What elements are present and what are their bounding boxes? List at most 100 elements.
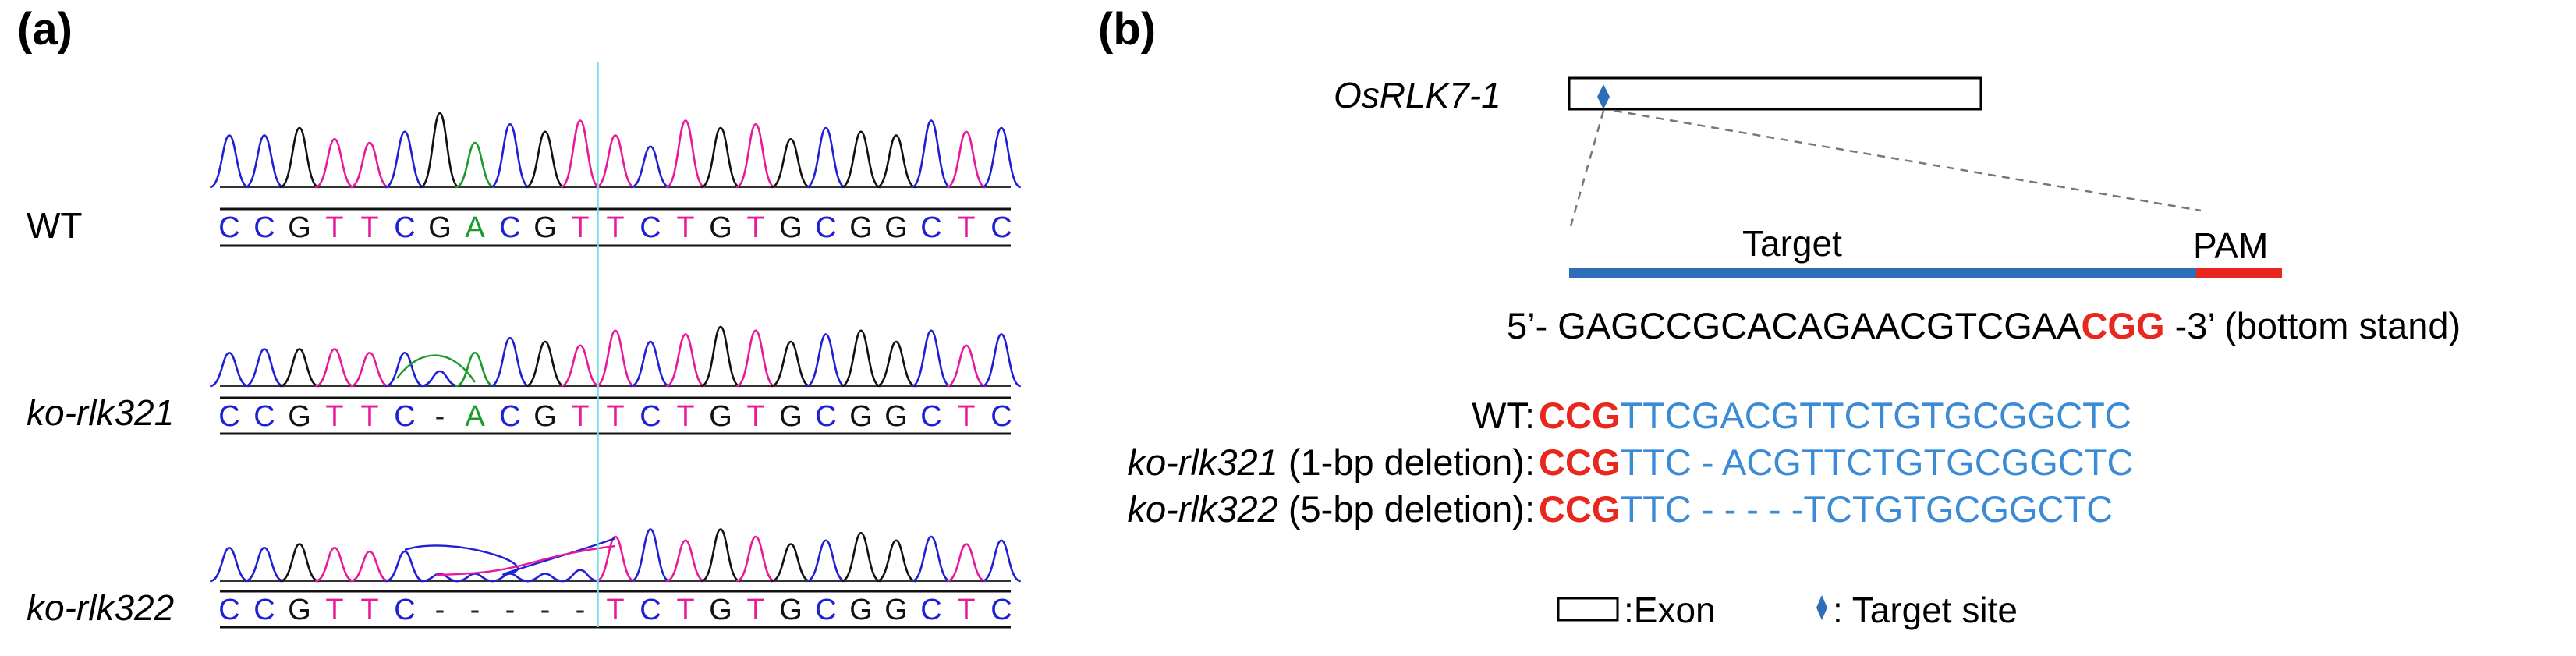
base-call: G [849, 400, 873, 433]
chromatogram-peak [455, 351, 495, 388]
alignment-label-ko-rlk322: ko-rlk322 (5-bp deletion): [1128, 488, 1536, 530]
alignment-label-ko-rlk321: ko-rlk321 (1-bp deletion): [1128, 441, 1536, 484]
chromatogram-peak [841, 130, 881, 189]
chromatogram-peak [525, 340, 565, 388]
chromatogram-peak [735, 122, 776, 189]
base-call: T [325, 400, 343, 433]
base-call: G [709, 211, 732, 244]
base-call: G [709, 594, 732, 626]
base-call: G [533, 211, 557, 244]
chromatogram-peak [209, 351, 250, 388]
chromatogram-peak [491, 573, 530, 583]
alignment-name: ko-rlk322 [1127, 488, 1278, 530]
chromatogram-peak [876, 539, 916, 583]
alignment-desc: (1-bp deletion): [1277, 441, 1535, 483]
base-call: T [606, 400, 624, 433]
legend-target-label: : Target site [1833, 590, 2018, 630]
base-call: G [884, 400, 908, 433]
base-call: C [394, 594, 415, 626]
alignment-seq-ko-rlk321: CCGTTC - ACGTTCTGTGCGGCTC [1539, 441, 2133, 484]
alignment-seq: TTCGACGTTCTGTGCGGCTC [1620, 395, 2131, 436]
gene-name: OsRLK7-1 [1334, 75, 1501, 115]
base-call: T [957, 594, 975, 626]
base-call: C [640, 400, 661, 433]
base-call: C [920, 594, 941, 626]
chromatogram-peak [946, 130, 987, 189]
chromatogram-peak [279, 348, 320, 388]
base-call: C [218, 400, 239, 433]
alignment-seq: TTC - - - - -TCTGTGCGGCTC [1620, 488, 2114, 530]
chromatogram-noise [435, 544, 616, 576]
alignment-label-wt: WT: [1472, 394, 1535, 437]
chromatogram-peak [349, 351, 390, 388]
chromatogram-peak [630, 145, 671, 189]
base-call: T [676, 211, 694, 244]
base-call: C [218, 211, 239, 244]
legend-exon-label: :Exon [1624, 590, 1716, 630]
target-label: Target [1742, 223, 1842, 264]
chromatogram-peak [841, 329, 881, 388]
chromatogram-peak [806, 333, 846, 388]
alignment-pam: CCG [1539, 395, 1621, 436]
base-call: T [957, 211, 975, 244]
base-call: C [499, 211, 520, 244]
chromatogram-peak [771, 137, 811, 189]
base-call: - [470, 594, 480, 626]
chromatogram-peak [561, 569, 600, 583]
chromatogram-noise [396, 354, 476, 383]
chromatogram-peak [595, 329, 636, 388]
base-call: A [465, 400, 485, 433]
chromatogram-peak [384, 550, 425, 583]
base-call: C [640, 211, 661, 244]
alignment-pam: CCG [1539, 488, 1621, 530]
base-call: G [884, 594, 908, 626]
alignment-seq-wt: CCGTTCGACGTTCTGTGCGGCTC [1539, 394, 2131, 437]
chromatogram-peak [911, 535, 951, 583]
chromatogram-peak [244, 546, 285, 583]
base-call: C [990, 400, 1012, 433]
base-call: C [253, 211, 275, 244]
alignment-pam: CCG [1539, 441, 1621, 483]
base-call: C [815, 594, 836, 626]
base-call: C [920, 211, 941, 244]
chromatogram-peak [384, 351, 425, 388]
base-call: T [571, 211, 589, 244]
alignment-name: WT [1472, 395, 1525, 436]
legend-target-site-icon [1816, 595, 1827, 620]
panel-b-label: (b) [1098, 4, 1157, 55]
chromatogram-peak [595, 535, 636, 583]
base-call: T [360, 594, 378, 626]
seq-prefix: 5’- [1507, 305, 1558, 346]
base-call: T [571, 400, 589, 433]
base-call: C [394, 211, 415, 244]
base-call: G [884, 211, 908, 244]
base-call: T [325, 211, 343, 244]
base-call: T [676, 400, 694, 433]
chromatogram-peak [455, 141, 495, 189]
sample-label-ko-rlk322: ko-rlk322 [27, 587, 175, 628]
base-call: C [815, 400, 836, 433]
chromatogram-peak [806, 539, 846, 583]
chromatogram-noise [404, 537, 616, 576]
base-call: G [288, 400, 311, 433]
base-call: T [360, 400, 378, 433]
base-call: G [428, 211, 452, 244]
chromatogram-peak [630, 340, 671, 388]
alignment-desc: : [1524, 395, 1535, 436]
chromatogram-peak [526, 573, 565, 583]
chromatogram-peak [700, 325, 741, 388]
alignment-seq-ko-rlk322: CCGTTC - - - - -TCTGTGCGGCTC [1539, 488, 2113, 530]
chromatogram-peak [490, 122, 530, 189]
chromatogram-peak [420, 370, 459, 388]
base-call: - [435, 594, 445, 626]
zoom-line-left [1569, 110, 1605, 227]
base-call: C [253, 400, 275, 433]
base-call: C [253, 594, 275, 626]
alignment-desc: (5-bp deletion): [1277, 488, 1535, 530]
chromatogram-peak [981, 539, 1022, 583]
exon-box [1568, 76, 1982, 111]
legend-exon-box [1557, 597, 1619, 622]
base-call: - [505, 594, 516, 626]
base-call: G [709, 400, 732, 433]
base-call: T [676, 594, 694, 626]
